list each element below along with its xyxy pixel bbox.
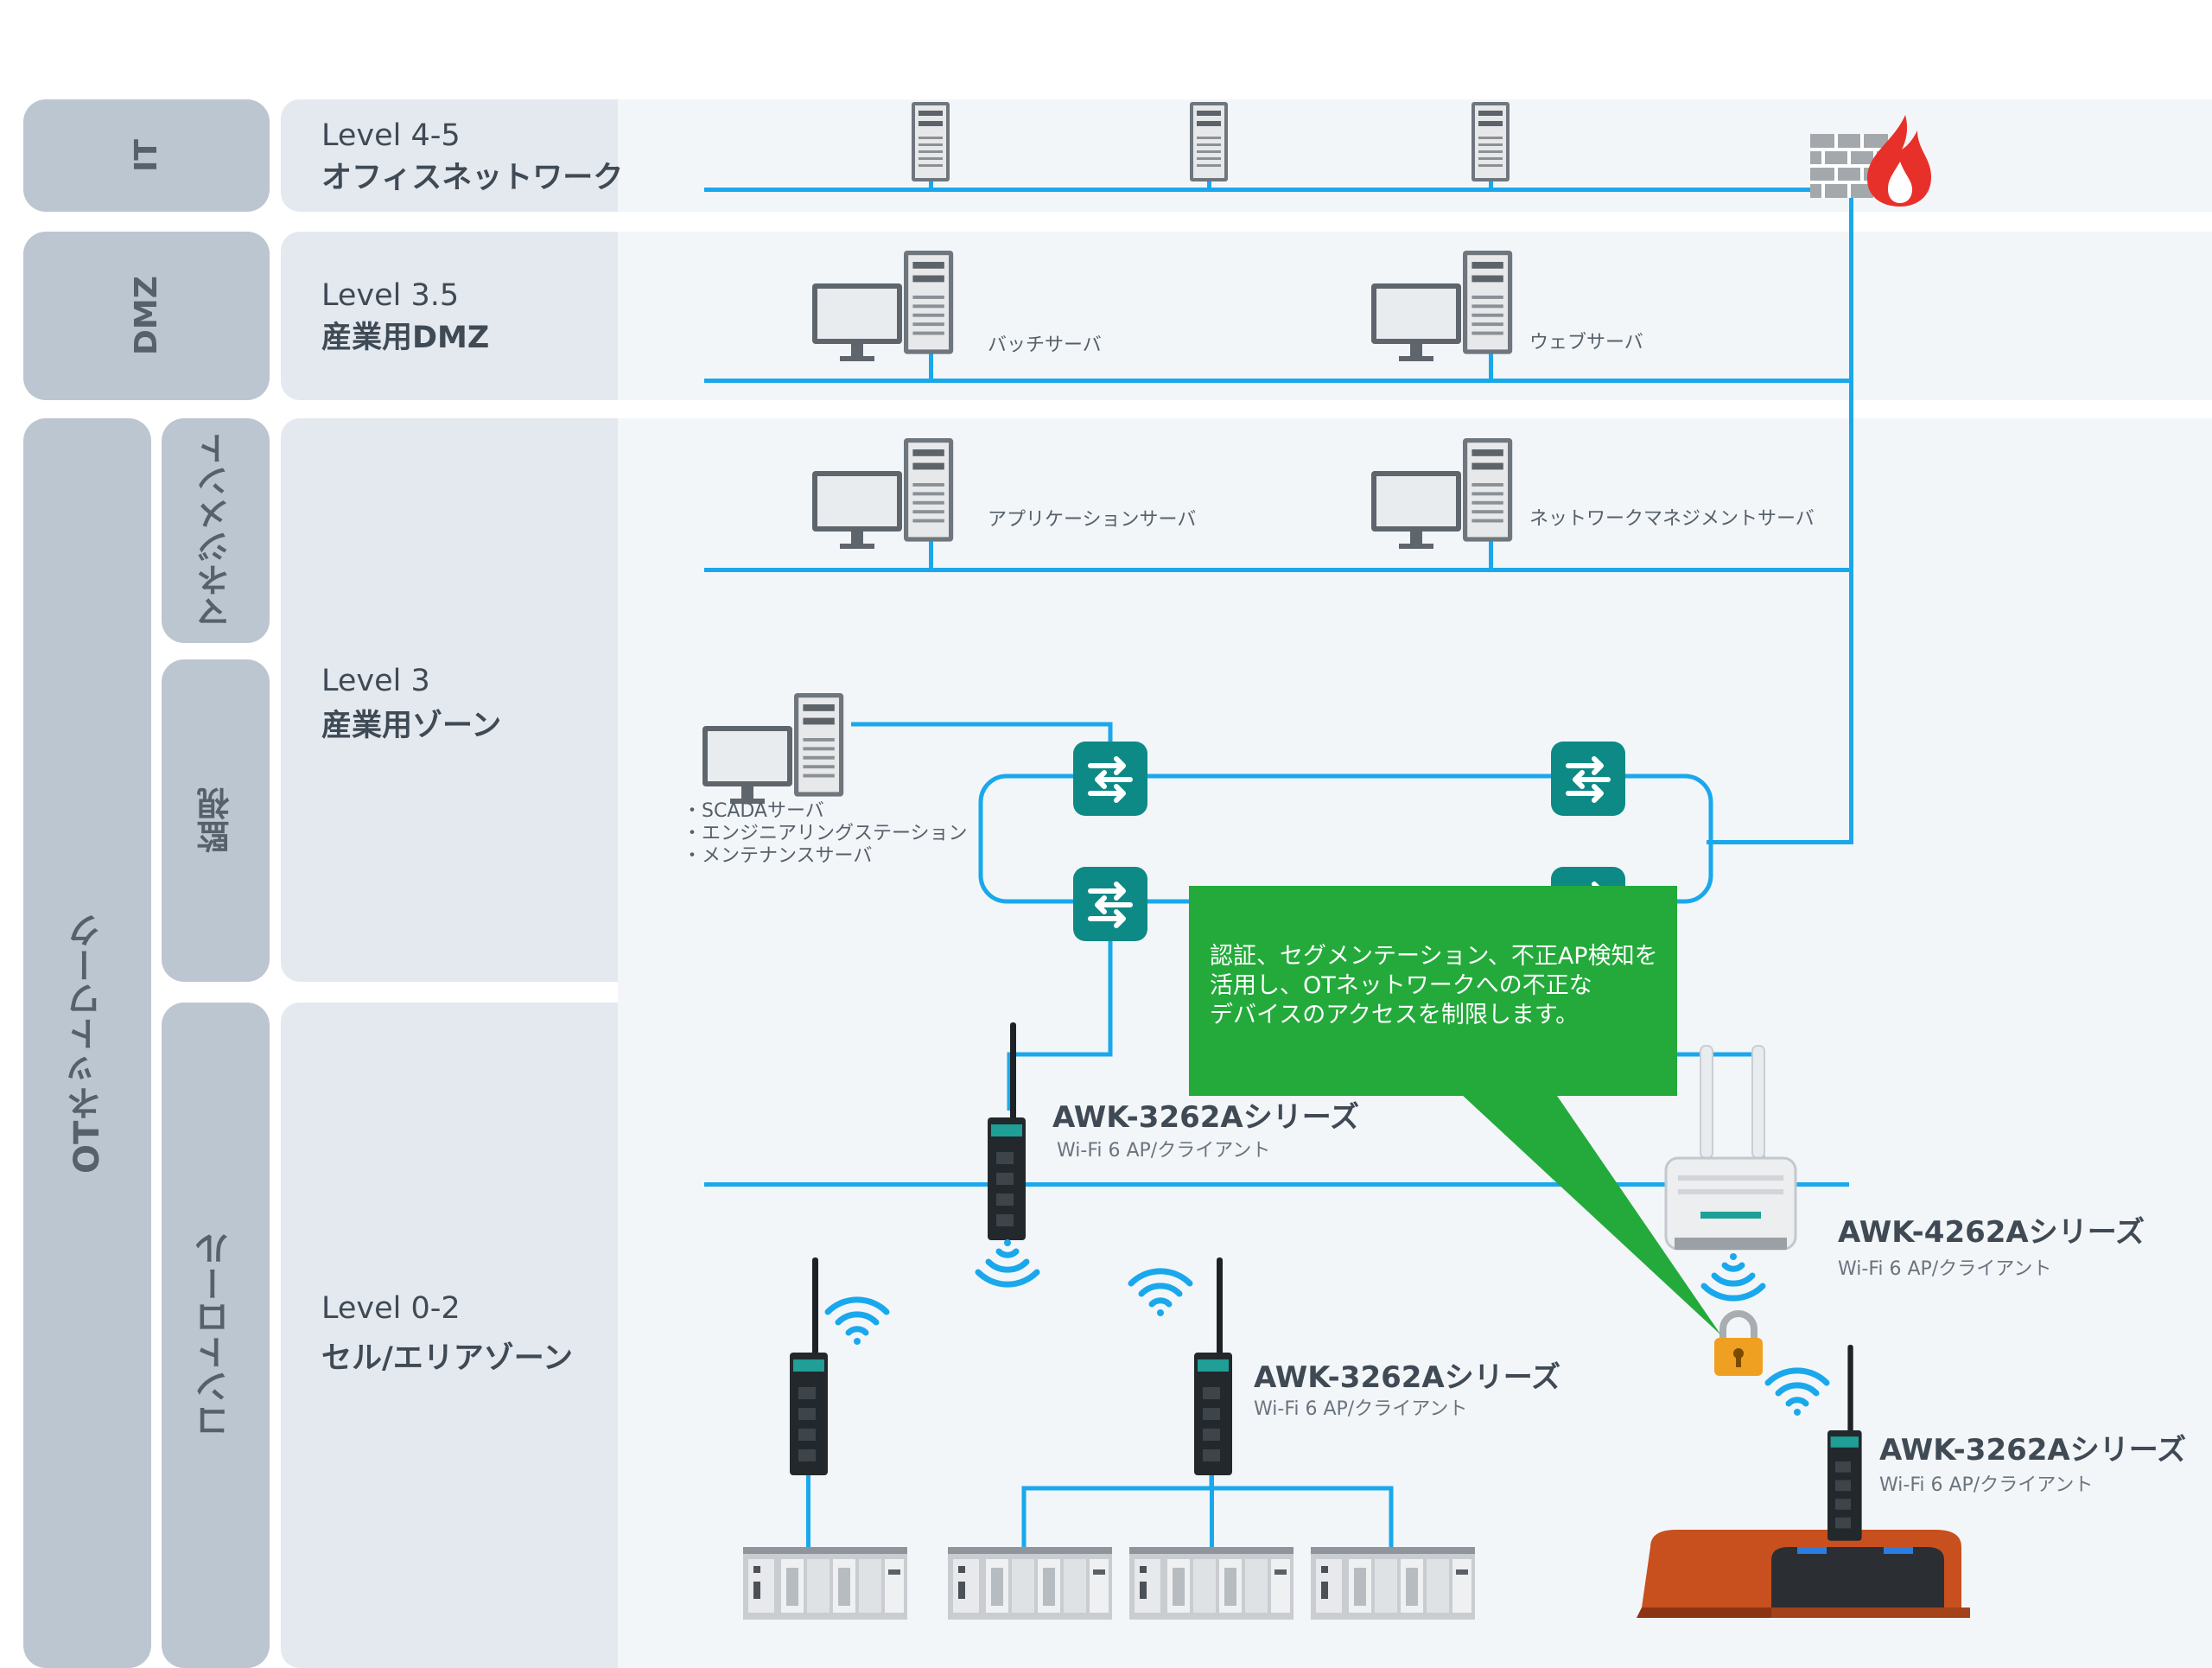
network-management-server-label: ネットワークマネジメントサーバ (1529, 508, 1815, 530)
scada-list-item: ・エンジニアリングステーション (683, 823, 968, 844)
callout-line: 活用し、OTネットワークへの不正な (1210, 972, 1592, 999)
awk3262-robot-subtitle: Wi-Fi 6 AP/クライアント (1879, 1474, 2094, 1496)
backbone-line (1849, 188, 1853, 844)
application-server-icon (812, 438, 953, 549)
level-3-label: Level 3 産業用ゾーン (321, 659, 501, 748)
awk4262-subtitle: Wi-Fi 6 AP/クライアント (1838, 1258, 2052, 1280)
level-3-title: Level 3 (321, 664, 430, 698)
zone-tab-ot (23, 418, 151, 1668)
zone-tab-management (162, 418, 270, 643)
switch-bottom-left-icon (1073, 867, 1147, 941)
plc-3-icon (1129, 1547, 1294, 1620)
wifi-icon-upper (978, 1239, 1037, 1284)
callout-line: 認証、セグメンテーション、不正AP検知を (1210, 943, 1658, 970)
web-server-icon (1371, 251, 1512, 361)
dmz-network-line (704, 379, 1853, 383)
level-3-subtitle: 産業用ゾーン (321, 709, 502, 743)
zone-tab-it (23, 99, 270, 212)
awk4262-device-icon (1664, 1045, 1797, 1251)
awk3262-upper-subtitle: Wi-Fi 6 AP/クライアント (1057, 1140, 1271, 1162)
awk3262-center-name: AWK-3262Aシリーズ (1254, 1360, 1561, 1395)
level-col-level3 (281, 418, 618, 982)
scada-list-item: ・メンテナンスサーバ (683, 845, 873, 867)
plc-2-icon (948, 1547, 1112, 1620)
plc-4-icon (1311, 1547, 1475, 1620)
application-server-label: アプリケーションサーバ (988, 509, 1197, 531)
level-col-dmz (281, 232, 618, 400)
level-45-label: Level 4-5 オフィスネットワーク (321, 115, 623, 200)
security-callout (1189, 886, 1677, 1096)
it-server-3-icon (1471, 102, 1510, 181)
awk3262-center-device-icon (1194, 1257, 1232, 1475)
wifi-icon-ap (1704, 1253, 1763, 1298)
robot-vehicle-icon (1637, 1530, 1970, 1618)
it-server-2-icon (1190, 102, 1228, 181)
scada-list-item: ・SCADAサーバ (683, 800, 824, 822)
network-management-server-icon (1371, 438, 1512, 549)
zone-tab-monitoring (162, 659, 270, 982)
level-col-level02 (281, 1003, 618, 1668)
awk3262-left-device-icon (790, 1257, 828, 1475)
plc-1-icon (743, 1547, 907, 1620)
wifi-icon-robot (1768, 1371, 1827, 1416)
band-it (618, 99, 2212, 212)
scada-server-icon (702, 693, 843, 804)
firewall-icon (1810, 115, 1931, 207)
zone-tab-dmz (23, 232, 270, 400)
web-server-label: ウェブサーバ (1529, 332, 1643, 353)
awk3262-center-subtitle: Wi-Fi 6 AP/クライアント (1254, 1398, 1468, 1420)
level-45-title: Level 4-5 (321, 118, 461, 153)
scada-server-list: ・SCADAサーバ ・エンジニアリングステーション ・メンテナンスサーバ (683, 800, 968, 868)
wifi-icon-left (828, 1300, 887, 1345)
zone-tab-control (162, 1003, 270, 1668)
awk3262-upper-name: AWK-3262Aシリーズ (1052, 1100, 1360, 1135)
batch-server-label: バッチサーバ (988, 334, 1102, 356)
switch-top-left-icon (1073, 742, 1147, 816)
level-35-subtitle: 産業用DMZ (321, 321, 490, 355)
switch-top-right-icon (1551, 742, 1625, 816)
callout-tail (1460, 1093, 1721, 1335)
management-network-line (704, 568, 1853, 572)
callout-line: デバイスのアクセスを制限します。 (1210, 1002, 1580, 1028)
wifi-icon-center (1131, 1271, 1190, 1316)
level-02-label: Level 0-2 セル/エリアゾーン (321, 1283, 573, 1384)
it-network-line (704, 188, 1853, 192)
batch-server-icon (812, 251, 953, 361)
awk4262-name: AWK-4262Aシリーズ (1838, 1215, 2145, 1250)
level-02-title: Level 0-2 (321, 1291, 461, 1326)
security-callout-text: 認証、セグメンテーション、不正AP検知を 活用し、OTネットワークへの不正な デ… (1210, 942, 1668, 1030)
level-02-subtitle: セル/エリアゾーン (321, 1341, 574, 1376)
control-network-line (704, 1182, 1849, 1187)
awk3262-robot-device-icon (1827, 1345, 1862, 1541)
level-col-it (281, 99, 618, 212)
backbone-ring-link (1707, 840, 1853, 844)
level-35-label: Level 3.5 産業用DMZ (321, 275, 489, 360)
lock-icon (1714, 1310, 1763, 1376)
level-35-title: Level 3.5 (321, 278, 460, 313)
awk3262-robot-name: AWK-3262Aシリーズ (1879, 1433, 2187, 1467)
level-45-subtitle: オフィスネットワーク (321, 161, 624, 195)
it-server-1-icon (912, 102, 950, 181)
